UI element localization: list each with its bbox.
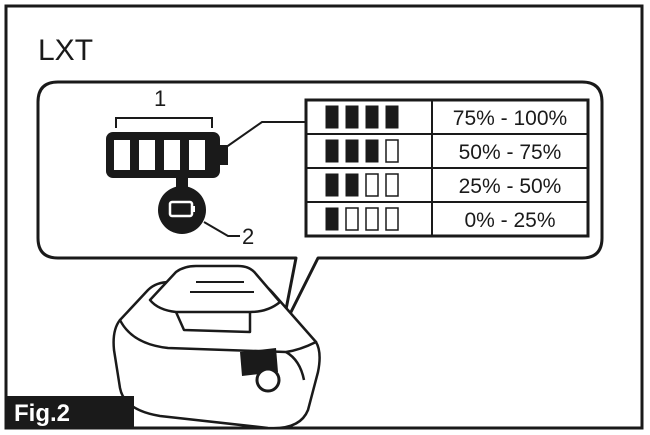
battery-indicator-icon <box>106 132 228 178</box>
figure-title: LXT <box>38 34 93 67</box>
segment-lit <box>325 207 339 231</box>
check-button-icon <box>158 186 206 234</box>
segment-unlit <box>385 207 399 231</box>
segment-lit <box>345 105 359 129</box>
segment-lit <box>385 105 399 129</box>
segment-unlit <box>345 207 359 231</box>
charge-range-label: 50% - 75% <box>459 141 562 164</box>
segment-unlit <box>385 139 399 163</box>
segment-lit <box>325 173 339 197</box>
indicator-table: 75% - 100% 50% - 75% 25% - 50% 0% - 25% <box>306 100 588 236</box>
callout-2-leader <box>203 221 240 237</box>
callout-1-number: 1 <box>154 86 166 111</box>
segment-unlit <box>365 207 379 231</box>
figure-label: Fig.2 <box>14 400 70 427</box>
charge-range-label: 0% - 25% <box>464 209 555 232</box>
segment-lit <box>345 173 359 197</box>
segment-unlit <box>365 173 379 197</box>
icon-to-table-leader <box>221 121 306 151</box>
segment-lit <box>365 105 379 129</box>
charge-range-label: 25% - 50% <box>459 175 562 198</box>
segment-lit <box>365 139 379 163</box>
callout-2-number: 2 <box>242 224 254 249</box>
callout-1-bracket <box>115 117 213 128</box>
figure-label-box <box>6 396 134 428</box>
battery-pack-illustration <box>112 264 321 430</box>
segment-lit <box>325 139 339 163</box>
battery-indicator-window-icon <box>240 348 281 393</box>
charge-range-label: 75% - 100% <box>453 107 567 130</box>
segment-unlit <box>385 173 399 197</box>
segment-lit <box>325 105 339 129</box>
segment-lit <box>345 139 359 163</box>
